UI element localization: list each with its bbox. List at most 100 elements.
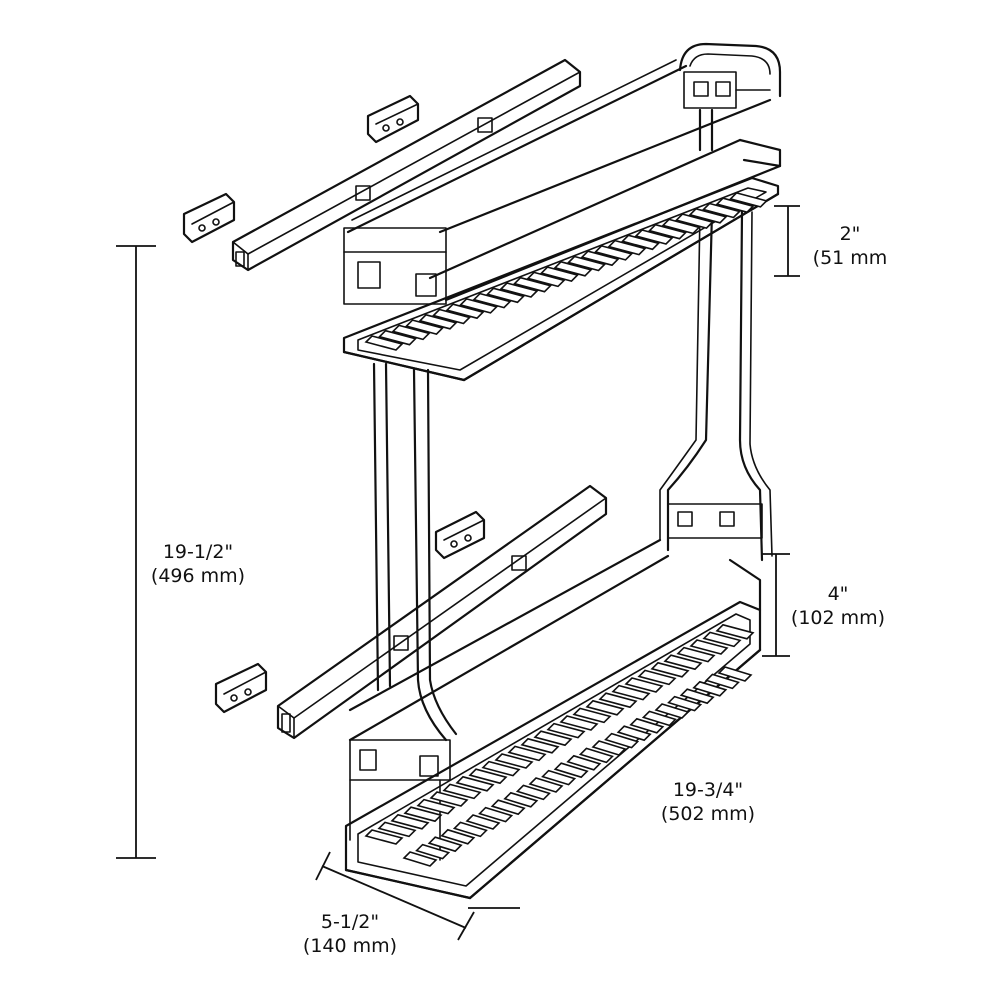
shelf-slot (427, 836, 463, 853)
depth-dimension-label: 19-3/4" (502 mm) (648, 778, 768, 826)
top-rail-metric: (51 mm (812, 247, 888, 269)
shelf-slot (585, 699, 625, 716)
lower-basket-slots (364, 623, 755, 867)
shelf-slot (650, 661, 690, 678)
shelf-slot (515, 784, 551, 801)
shelf-slot (402, 851, 438, 867)
shelf-slot (546, 722, 586, 739)
shelf-slot (572, 707, 612, 724)
top-rail-dimension-label: 2" (51 mm (800, 222, 900, 270)
shelf-slot (528, 777, 564, 793)
shelf-slot (481, 760, 521, 777)
shelf-slot (507, 745, 547, 762)
shelf-slot (533, 730, 573, 747)
upper-shelf-slots (364, 192, 769, 351)
shelf-slot (468, 768, 508, 785)
shelf-slot (440, 828, 476, 845)
shelf-slot (485, 287, 526, 304)
shelf-slot (415, 843, 451, 860)
bracket-lower-left (214, 662, 268, 714)
height-imperial: 19-1/2" (162, 541, 234, 563)
bracket-upper-right (366, 94, 420, 144)
shelf-slot (641, 710, 677, 727)
shelf-slot (616, 725, 652, 742)
shelf-slot (689, 639, 729, 655)
top-rail-imperial: 2" (839, 223, 861, 245)
shelf-slot (445, 303, 485, 320)
shelf-slot (676, 646, 716, 663)
shelf-slot (478, 806, 514, 823)
bottom-rail-dimension-label: 4" (102 mm) (778, 582, 898, 630)
bracket-lower-right (434, 510, 486, 560)
shelf-slot (692, 680, 728, 697)
shelf-slot (512, 276, 553, 293)
shelf-slot (458, 298, 499, 314)
shelf-slot (607, 239, 647, 256)
shelf-slot (520, 737, 560, 754)
shelf-slot (704, 673, 740, 690)
lower-basket (344, 538, 762, 900)
shelf-slot (559, 715, 599, 731)
shelf-slot (377, 821, 417, 838)
shelf-slot (634, 229, 674, 245)
shelf-slot (598, 692, 638, 709)
shelf-slot (499, 282, 539, 298)
width-imperial: 5-1/2" (320, 911, 380, 933)
shelf-slot (541, 769, 577, 786)
shelf-slot (701, 202, 742, 219)
width-dimension-line (315, 851, 475, 941)
top-rail-dimension-line (774, 205, 800, 277)
upper-shelf (342, 138, 782, 382)
shelf-slot (637, 669, 677, 686)
shelf-slot (717, 666, 753, 682)
shelf-slot (494, 753, 534, 769)
shelf-slot (593, 245, 634, 261)
shelf-slot (580, 250, 620, 267)
shelf-slot (403, 806, 443, 823)
shelf-slot (442, 783, 482, 800)
shelf-slot (553, 260, 593, 277)
shelf-slot (654, 703, 690, 719)
shelf-slot (566, 255, 607, 272)
height-dimension-line (116, 245, 156, 859)
width-metric: (140 mm) (302, 935, 398, 957)
shelf-slot (620, 234, 661, 251)
width-dimension-label: 5-1/2" (140 mm) (290, 910, 410, 958)
shelf-slot (490, 799, 526, 816)
lower-mounting-rail (276, 484, 608, 740)
shelf-slot (578, 747, 614, 764)
shelf-slot (688, 207, 728, 224)
shelf-slot (667, 695, 703, 712)
bracket-upper-left (182, 192, 236, 244)
shelf-slot (455, 775, 495, 792)
shelf-slot (539, 266, 580, 282)
shelf-slot (429, 791, 469, 807)
shelf-slot (472, 292, 512, 309)
shelf-slot (624, 677, 664, 693)
shelf-slot (431, 308, 472, 325)
shelf-slot (391, 324, 431, 341)
shelf-slot (566, 754, 602, 771)
shelf-slot (377, 329, 418, 346)
basket-frame (343, 42, 782, 781)
shelf-slot (663, 654, 703, 671)
bottom-rail-imperial: 4" (827, 583, 849, 605)
bottom-rail-dimension-line (762, 553, 790, 657)
shelf-slot (679, 688, 715, 705)
shelf-slot (674, 213, 715, 229)
shelf-slot (715, 623, 755, 640)
shelf-slot (611, 684, 651, 701)
depth-metric: (502 mm) (660, 803, 756, 825)
shelf-slot (629, 717, 665, 734)
shelf-slot (661, 218, 701, 235)
shelf-slot (452, 821, 488, 838)
shelf-slot (715, 197, 755, 214)
shelf-slot (503, 791, 539, 808)
depth-imperial: 19-3/4" (672, 779, 744, 801)
shelf-slot (591, 740, 627, 756)
height-metric: (496 mm) (150, 565, 246, 587)
shelf-slot (728, 192, 769, 208)
shelf-slot (526, 271, 566, 288)
shelf-slot (647, 223, 688, 240)
